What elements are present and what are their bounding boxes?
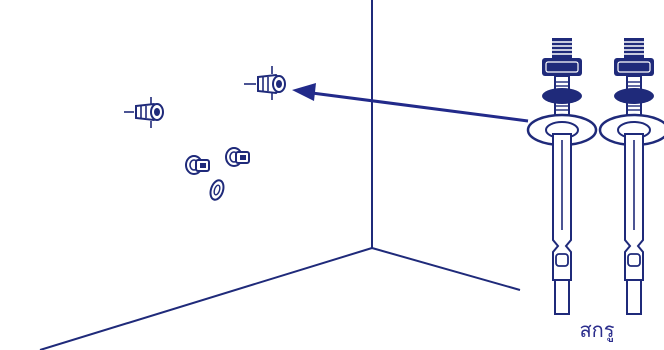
wall-anchor-right [244,66,286,100]
bolts-caption: สกรู [579,318,615,342]
room-corner-lines [39,0,521,350]
anchor-bolt-right [598,38,664,315]
floor-left-line [39,247,373,350]
anchor-bolt-left [526,38,598,315]
hardware-nut-right [225,147,250,167]
floor-right-line [371,247,521,291]
hardware-nut-left [185,155,210,175]
wall-anchor-left [124,97,164,128]
insert-arrow [292,83,529,123]
hardware-washer [209,179,225,201]
